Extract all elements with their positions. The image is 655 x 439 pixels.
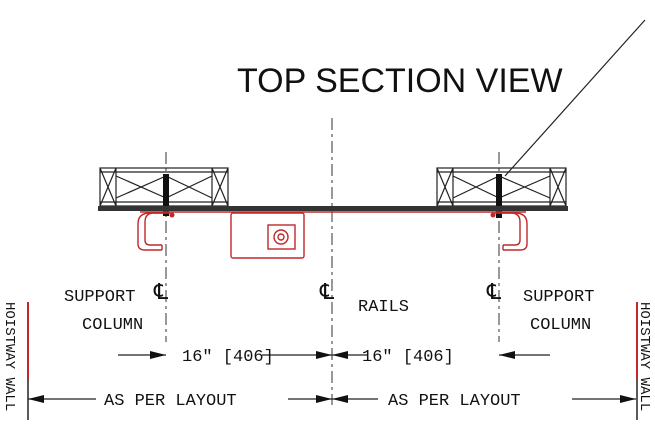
layout-left-label: AS PER LAYOUT: [104, 392, 237, 411]
dimension-16-right: [332, 351, 550, 359]
support-left-label-line2: COLUMN: [82, 316, 143, 335]
support-left-label-line1: SUPPORT: [64, 288, 135, 307]
rails-label: RAILS: [358, 298, 409, 317]
layout-right-label: AS PER LAYOUT: [388, 392, 521, 411]
dimension-16-left: [118, 351, 332, 359]
drawing-title: TOP SECTION VIEW: [237, 62, 563, 100]
dimension-16-left-label: 16" [406]: [182, 348, 274, 367]
left-rail-bracket: [137, 212, 175, 251]
hoistway-wall-right-label: HOISTWAY WALL: [636, 302, 652, 411]
main-beam: [98, 206, 568, 213]
leader-line: [504, 19, 646, 177]
support-right-label-line2: COLUMN: [530, 316, 591, 335]
centerline-symbol-left: ℄: [153, 280, 169, 305]
center-equipment-box: [230, 212, 305, 259]
centerline-symbol-right: ℄: [486, 280, 502, 305]
dimension-layout-left: [28, 395, 332, 403]
support-right-label-line1: SUPPORT: [523, 288, 594, 307]
centerline-symbol-rails: ℄: [319, 280, 335, 305]
right-rail-bracket: [490, 212, 528, 251]
hoistway-wall-left-label: HOISTWAY WALL: [1, 302, 17, 411]
dimension-16-right-label: 16" [406]: [362, 348, 454, 367]
dimension-layout-right: [332, 395, 636, 403]
